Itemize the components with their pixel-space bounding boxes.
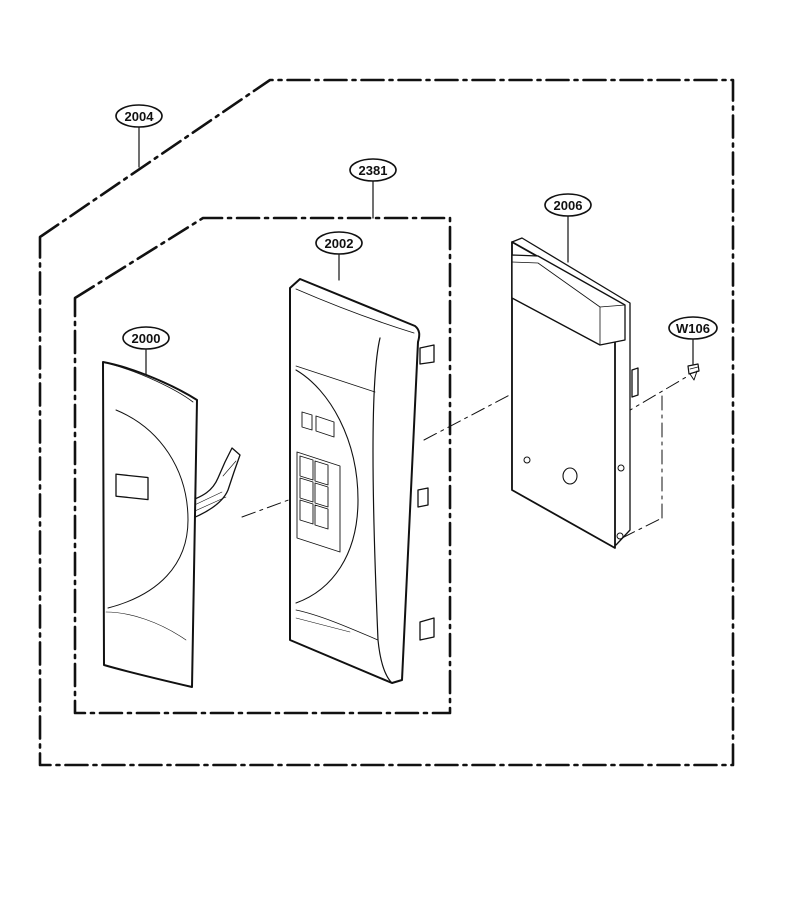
outer-assembly-boundary	[38, 78, 735, 767]
callout-label-2006: 2006	[554, 198, 583, 213]
callout-label-2381: 2381	[359, 163, 388, 178]
inner-assembly-boundary	[73, 216, 452, 715]
pcb-connector-hole	[562, 467, 578, 485]
callout-balloon-2006	[544, 193, 592, 217]
callout-balloons	[115, 104, 718, 350]
frame-arc	[295, 369, 359, 604]
alignment-lines	[241, 375, 689, 539]
callout-balloon-2004	[115, 104, 163, 128]
pcb-bracket	[631, 367, 639, 398]
callout-balloon-2381	[349, 158, 397, 182]
callout-label-2002: 2002	[325, 236, 354, 251]
screw-part	[687, 363, 700, 381]
callout-balloon-2002	[315, 231, 363, 255]
control-panel-frame-part	[289, 278, 435, 684]
frame-body	[289, 278, 421, 684]
keypad-panel	[102, 361, 198, 688]
display-window	[115, 473, 149, 501]
callout-label-2004: 2004	[125, 109, 155, 124]
pcb-board-part	[511, 237, 639, 549]
frame-clip-middle	[417, 487, 429, 508]
keypad-grid-cutout	[296, 451, 341, 553]
callout-labels: 2004 2381 2002 2000 2006 W106	[125, 109, 710, 346]
callout-balloon-2000	[122, 326, 170, 350]
frame-clip-top	[419, 344, 435, 365]
callout-balloon-w106	[668, 316, 718, 340]
callout-label-w106: W106	[676, 321, 710, 336]
callout-label-2000: 2000	[132, 331, 161, 346]
frame-clip-bottom	[419, 617, 435, 641]
touch-keypad-part	[102, 361, 241, 688]
